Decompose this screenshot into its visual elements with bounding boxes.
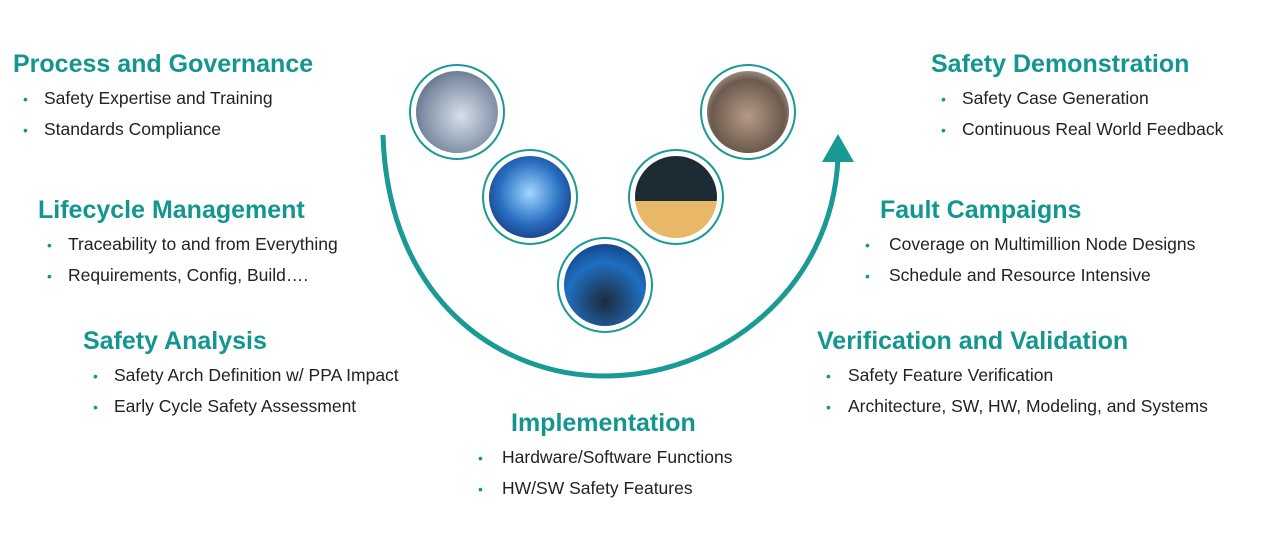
- image-dashboard-circle: [628, 149, 724, 245]
- list-item: • Standards Compliance: [13, 114, 313, 145]
- item-text: HW/SW Safety Features: [502, 478, 693, 498]
- bullet-icon: •: [865, 268, 870, 284]
- section-fault-campaigns: Fault Campaigns • Coverage on Multimillio…: [865, 196, 1195, 291]
- section-title: Safety Demonstration: [931, 50, 1190, 78]
- item-text: Safety Arch Definition w/ PPA Impact: [114, 365, 399, 385]
- list-item: • Safety Feature Verification: [817, 360, 1208, 391]
- item-text: Hardware/Software Functions: [502, 447, 733, 467]
- section-lifecycle-management: Lifecycle Management • Traceability to an…: [38, 196, 338, 291]
- image-process-circle: [409, 64, 505, 160]
- bullet-icon: •: [23, 122, 28, 138]
- section-verification-validation: Verification and Validation • Safety Feat…: [817, 327, 1208, 422]
- list-item: • Safety Case Generation: [931, 83, 1223, 114]
- section-safety-analysis: Safety Analysis • Safety Arch Definition …: [83, 327, 399, 422]
- list-item: • Continuous Real World Feedback: [931, 114, 1223, 145]
- bullet-icon: •: [826, 368, 831, 384]
- item-text: Architecture, SW, HW, Modeling, and Syst…: [848, 396, 1208, 416]
- bullet-icon: •: [47, 268, 52, 284]
- section-title: Lifecycle Management: [38, 196, 305, 224]
- item-text: Requirements, Config, Build….: [68, 265, 309, 285]
- bullet-icon: •: [478, 450, 483, 466]
- bullet-icon: •: [478, 481, 483, 497]
- section-title: Verification and Validation: [817, 327, 1129, 355]
- list-item: • Schedule and Resource Intensive: [865, 260, 1195, 291]
- list-item: • Hardware/Software Functions: [478, 442, 733, 473]
- list-item: • HW/SW Safety Features: [478, 473, 733, 504]
- list-item: • Safety Expertise and Training: [13, 83, 313, 114]
- arc-arrow-line: [380, 134, 841, 379]
- list-item: • Requirements, Config, Build….: [38, 260, 338, 291]
- section-implementation: Implementation • Hardware/Software Functi…: [478, 409, 733, 504]
- bullet-icon: •: [865, 237, 870, 253]
- item-text: Continuous Real World Feedback: [962, 119, 1224, 139]
- image-chip-circle: [557, 237, 653, 333]
- arrow-head-icon: [822, 134, 854, 162]
- image-team-circle: [700, 64, 796, 160]
- list-item: • Early Cycle Safety Assessment: [83, 391, 399, 422]
- list-item: • Safety Arch Definition w/ PPA Impact: [83, 360, 399, 391]
- section-title: Process and Governance: [13, 50, 314, 78]
- item-text: Safety Expertise and Training: [44, 88, 273, 108]
- bullet-icon: •: [941, 91, 946, 107]
- bullet-icon: •: [826, 399, 831, 415]
- item-text: Safety Case Generation: [962, 88, 1149, 108]
- list-item: • Architecture, SW, HW, Modeling, and Sys…: [817, 391, 1208, 422]
- section-title: Safety Analysis: [83, 327, 267, 355]
- list-item: • Coverage on Multimillion Node Designs: [865, 229, 1195, 260]
- item-text: Traceability to and from Everything: [68, 234, 338, 254]
- item-text: Early Cycle Safety Assessment: [114, 396, 357, 416]
- item-text: Safety Feature Verification: [848, 365, 1054, 385]
- section-safety-demonstration: Safety Demonstration • Safety Case Genera…: [931, 50, 1223, 145]
- bullet-icon: •: [93, 368, 98, 384]
- list-item: • Traceability to and from Everything: [38, 229, 338, 260]
- section-process-governance: Process and Governance • Safety Expertise…: [13, 50, 313, 145]
- item-text: Schedule and Resource Intensive: [889, 265, 1151, 285]
- bullet-icon: •: [93, 399, 98, 415]
- bullet-icon: •: [941, 122, 946, 138]
- image-car-circle: [482, 149, 578, 245]
- section-title: Fault Campaigns: [880, 196, 1082, 224]
- item-text: Standards Compliance: [44, 119, 222, 139]
- bullet-icon: •: [47, 237, 52, 253]
- item-text: Coverage on Multimillion Node Designs: [889, 234, 1196, 254]
- bullet-icon: •: [23, 91, 28, 107]
- section-title: Implementation: [511, 409, 696, 437]
